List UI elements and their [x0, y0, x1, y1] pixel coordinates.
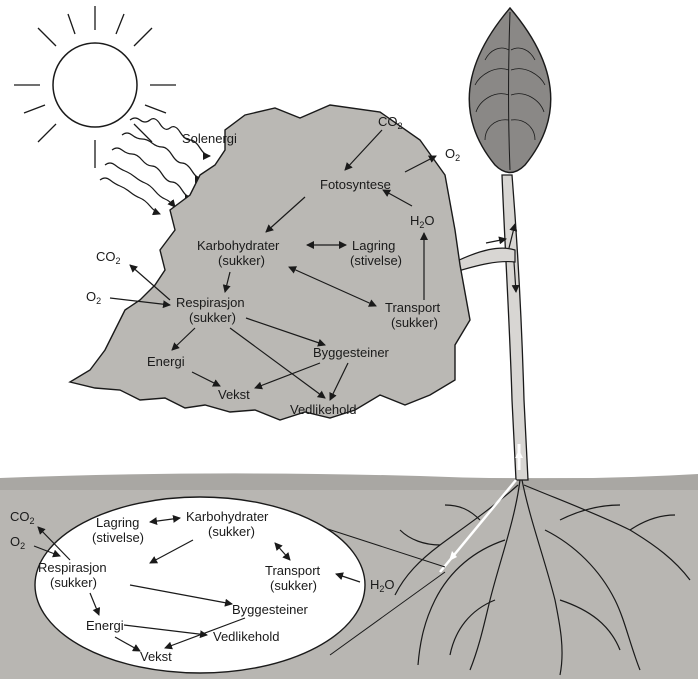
leaf-transport-label: Transport: [385, 300, 441, 315]
leaf-o2-out-label: O2: [445, 146, 460, 163]
root-energy-label: Energi: [86, 618, 124, 633]
leaf-respiration-sub-label: (sukker): [189, 310, 236, 325]
leaf-growth-label: Vekst: [218, 387, 250, 402]
leaf-o2-resp-label: O2: [86, 289, 101, 306]
leaf-co2-resp-label: CO2: [96, 249, 121, 266]
leaf-respiration-label: Respirasjon: [176, 295, 245, 310]
root-carbs-sub-label: (sukker): [208, 524, 255, 539]
leaf-storage-sub-label: (stivelse): [350, 253, 402, 268]
soil-surface: [0, 473, 698, 490]
root-respiration-label: Respirasjon: [38, 560, 107, 575]
root-growth-label: Vekst: [140, 649, 172, 664]
leaf-carbs-label: Karbohydrater: [197, 238, 280, 253]
root-storage-label: Lagring: [96, 515, 139, 530]
root-respiration-sub-label: (sukker): [50, 575, 97, 590]
photosynthesis-label: Fotosyntese: [320, 177, 391, 192]
root-carbs-label: Karbohydrater: [186, 509, 269, 524]
leaf-energy-label: Energi: [147, 354, 185, 369]
root-storage-sub-label: (stivelse): [92, 530, 144, 545]
leaf-maintenance-label: Vedlikehold: [290, 402, 357, 417]
root-transport-label: Transport: [265, 563, 321, 578]
solar-energy-label: Solenergi: [182, 131, 237, 146]
leaf-transport-sub-label: (sukker): [391, 315, 438, 330]
leaf-storage-label: Lagring: [352, 238, 395, 253]
root-transport-sub-label: (sukker): [270, 578, 317, 593]
leaf-building-blocks-label: Byggesteiner: [313, 345, 390, 360]
bud-leaf-icon: [469, 8, 550, 173]
sun-icon: [14, 6, 176, 168]
root-maintenance-label: Vedlikehold: [213, 629, 280, 644]
leaf-shape: [70, 105, 470, 420]
root-building-blocks-label: Byggesteiner: [232, 602, 309, 617]
leaf-carbs-sub-label: (sukker): [218, 253, 265, 268]
leaf-co2-in-label: CO2: [378, 114, 403, 131]
